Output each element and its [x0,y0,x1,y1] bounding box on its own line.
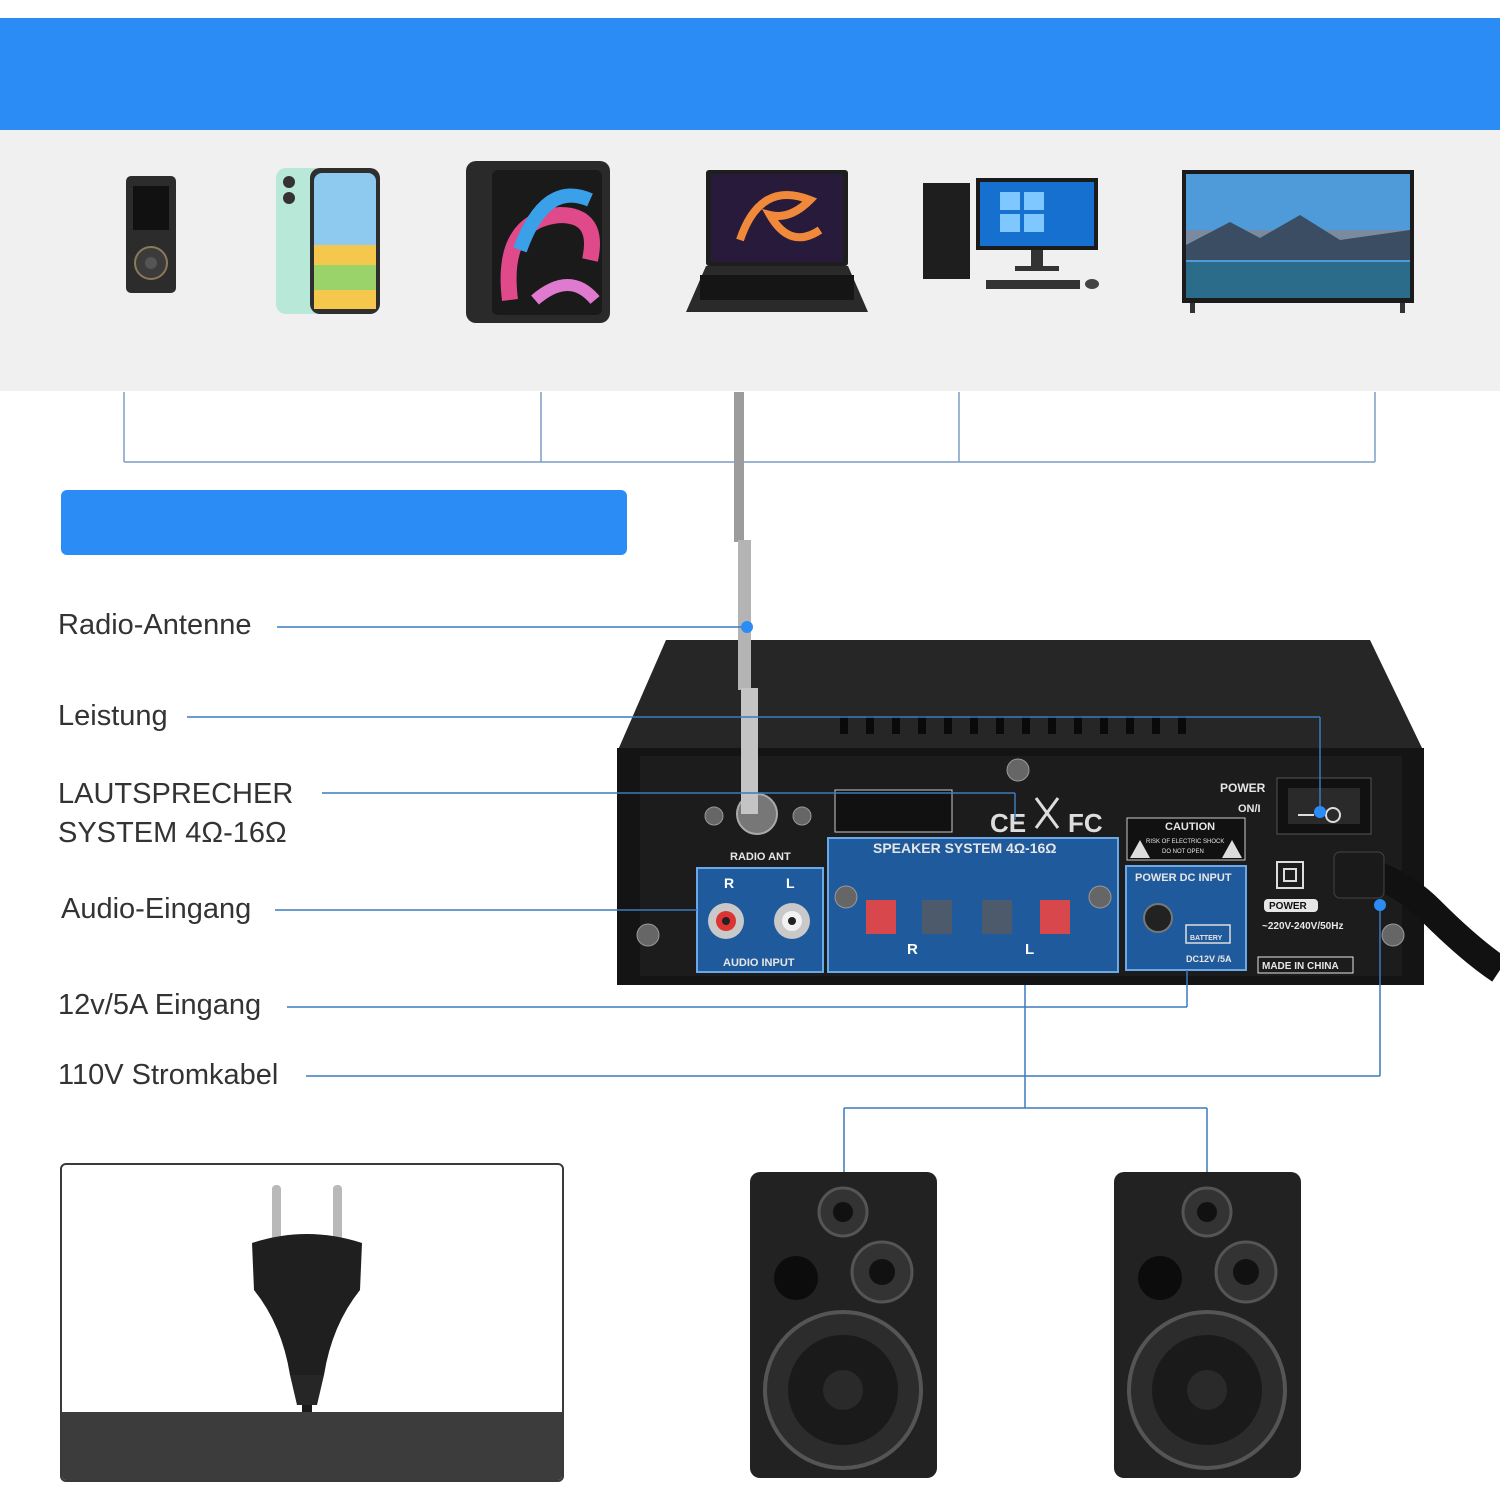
panel-caution-note-2: DO NOT OPEN [1162,849,1204,855]
speaker-l-label: L [1025,941,1034,958]
panel-dc-rating-text: DC12V /5A [1186,954,1232,964]
panel-radio-ant-text: RADIO ANT [730,851,791,863]
panel-power-text: POWER [1220,781,1266,795]
panel-ac-rating-text: ~220V-240V/50Hz [1262,921,1343,932]
source-bracket [123,392,1376,463]
plug-panel-footer [62,1412,562,1480]
speaker-r-label: R [907,941,918,958]
mp3-player-icon [126,176,176,293]
tablet-icon [466,161,610,323]
power-plug-panel [60,1163,564,1482]
panel-audio-input-text: AUDIO INPUT [723,957,795,969]
panel-made-in-text: MADE IN CHINA [1262,961,1339,972]
audio-l-label: L [786,875,795,891]
cable-marker [1374,899,1386,911]
section-heading-bar [61,490,627,555]
panel-speaker-system-text: SPEAKER SYSTEM 4Ω-16Ω [873,840,1057,856]
callout-power-cable: 110V Stromkabel [58,1059,279,1091]
callout-speaker-line1: LAUTSPRECHER [58,778,294,810]
panel-battery-text: BATTERY [1190,935,1223,942]
laptop-icon [686,170,868,312]
panel-power-badge-text: POWER [1269,901,1308,912]
callout-audio-input: Audio-Eingang [61,893,252,925]
panel-caution-note-1: RISK OF ELECTRIC SHOCK [1146,839,1224,845]
audio-r-label: R [724,875,734,891]
tv-icon [1182,170,1414,313]
top-banner [0,18,1500,130]
panel-power-dc-input-text: POWER DC INPUT [1135,872,1232,884]
radio-antenna [734,392,758,814]
callout-dc-input: 12v/5A Eingang [58,989,262,1021]
amplifier: CE FC R L R L [617,640,1500,985]
svg-text:CE: CE [990,808,1026,838]
power-marker [1314,806,1326,818]
callout-lines [187,626,1381,1172]
callout-power: Leistung [58,700,168,732]
svg-text:FC: FC [1068,808,1103,838]
smartphone-icon [276,168,380,314]
panel-on-off-text: ON/I [1238,803,1261,815]
panel-caution-text: CAUTION [1165,821,1215,833]
speaker-icon [750,1172,937,1478]
speaker-icon [1114,1172,1301,1478]
antenna-marker [741,621,753,633]
callout-speaker-line2: SYSTEM 4Ω-16Ω [58,817,287,849]
callout-radio-antenna: Radio-Antenne [58,609,252,641]
desktop-pc-icon [923,178,1099,289]
